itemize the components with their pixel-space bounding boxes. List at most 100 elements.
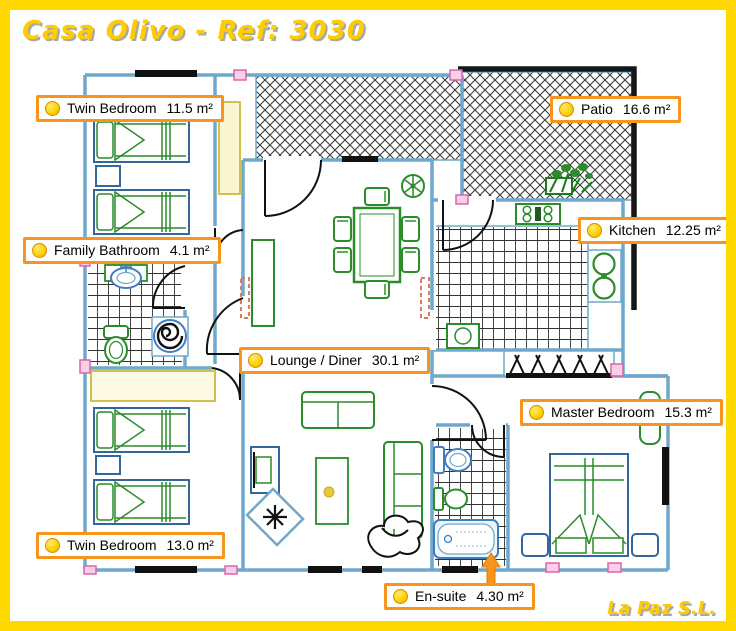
coffee-table <box>315 457 349 525</box>
dining-chair <box>401 216 420 242</box>
built-in-wardrobe <box>503 350 615 378</box>
nightstand <box>631 533 659 557</box>
ensuite-arrow-icon <box>481 552 501 586</box>
dining-chair <box>364 280 390 299</box>
room-kitchen <box>436 203 622 349</box>
room-twin-bedroom-1 <box>93 101 241 235</box>
toilet <box>444 448 472 472</box>
room-bullet-icon <box>248 352 263 368</box>
room-label-patio: Patio 16.6 m² <box>550 96 682 123</box>
nightstand <box>95 165 121 187</box>
room-bullet-icon <box>587 222 602 238</box>
dining-chair <box>333 247 352 273</box>
entry-door <box>264 159 322 217</box>
room-name: Twin Bedroom <box>67 100 157 116</box>
room-label-lounge-diner: Lounge / Diner 30.1 m² <box>239 347 431 374</box>
sink <box>587 249 622 303</box>
room-twin-bedroom-2 <box>90 370 216 525</box>
dining-table <box>352 206 402 284</box>
room-area: 4.1 m² <box>169 242 210 258</box>
dining-chair <box>364 187 390 206</box>
bidet <box>444 488 468 510</box>
room-name: Kitchen <box>609 222 656 238</box>
room-bullet-icon <box>45 537 60 553</box>
window <box>442 566 478 573</box>
nightstand <box>521 533 549 557</box>
room-en-suite <box>433 446 499 559</box>
room-label-twin-bedroom-1: Twin Bedroom 11.5 m² <box>36 95 224 122</box>
window <box>135 566 197 573</box>
bed <box>93 479 190 525</box>
radiator <box>420 277 430 319</box>
sofa-three-seat <box>383 441 423 539</box>
room-name: Twin Bedroom <box>67 537 157 553</box>
room-name: En-suite <box>415 588 467 604</box>
window <box>342 156 378 162</box>
windows <box>135 70 669 573</box>
radiator <box>240 277 250 319</box>
room-area: 13.0 m² <box>166 537 214 553</box>
bedroom2-door <box>211 367 242 401</box>
room-area: 16.6 m² <box>622 101 671 117</box>
page-title: Casa Olivo - Ref: 3030 <box>22 16 366 46</box>
hall-lounge-door <box>205 297 244 355</box>
toilet <box>104 336 128 364</box>
ensuite-door <box>471 424 505 458</box>
fireplace <box>245 487 305 547</box>
plant-icon <box>401 174 425 198</box>
bathroom-door <box>151 265 186 309</box>
room-name: Master Bedroom <box>551 404 655 420</box>
brand-text: La Paz S.L. <box>607 598 716 619</box>
nightstand <box>95 455 121 475</box>
room-bullet-icon <box>529 404 544 420</box>
wall-junction-markers <box>79 69 624 575</box>
room-area: 4.30 m² <box>476 588 524 604</box>
room-bullet-icon <box>393 588 408 604</box>
room-label-kitchen: Kitchen 12.25 m² <box>578 217 726 244</box>
bed <box>93 407 190 453</box>
bed <box>93 189 190 235</box>
room-bullet-icon <box>32 242 47 258</box>
bed <box>93 117 190 163</box>
window <box>308 566 342 573</box>
bathtub <box>433 519 499 559</box>
room-label-master-bedroom: Master Bedroom 15.3 m² <box>520 399 723 426</box>
bidet-back <box>433 487 444 511</box>
window <box>362 566 382 573</box>
window <box>662 447 669 505</box>
room-area: 15.3 m² <box>664 404 712 420</box>
room-area: 11.5 m² <box>166 100 213 116</box>
armchair-sketch <box>367 514 424 558</box>
dining-chair <box>333 216 352 242</box>
wardrobe <box>90 370 216 402</box>
shower-drain-icon <box>156 322 184 350</box>
room-name: Family Bathroom <box>54 242 160 258</box>
room-label-family-bathroom: Family Bathroom 4.1 m² <box>23 237 221 264</box>
hob <box>515 203 561 225</box>
wardrobe <box>218 101 241 195</box>
master-door <box>431 385 487 441</box>
room-area: 12.25 m² <box>665 222 721 238</box>
dining-chair <box>401 247 420 273</box>
room-bullet-icon <box>559 101 574 117</box>
sofa-two-seat <box>301 391 375 429</box>
room-label-twin-bedroom-2: Twin Bedroom 13.0 m² <box>36 532 225 559</box>
kitchen-patio-door <box>442 199 494 251</box>
window <box>135 70 197 77</box>
room-bullet-icon <box>45 100 60 116</box>
room-family-bathroom <box>103 262 189 364</box>
room-label-en-suite: En-suite 4.30 m² <box>384 583 535 610</box>
toilet-cistern <box>433 446 445 474</box>
patio-plant-icon <box>545 163 593 195</box>
hanging-clothes-icon <box>509 354 609 375</box>
room-name: Lounge / Diner <box>270 352 362 368</box>
room-lounge-diner <box>240 174 430 558</box>
double-bed <box>549 453 629 557</box>
room-name: Patio <box>581 101 613 117</box>
room-master-bedroom <box>503 350 661 557</box>
tv-unit <box>250 446 280 494</box>
room-area: 30.1 m² <box>371 352 420 368</box>
appliance <box>446 323 480 349</box>
doors <box>151 159 505 458</box>
